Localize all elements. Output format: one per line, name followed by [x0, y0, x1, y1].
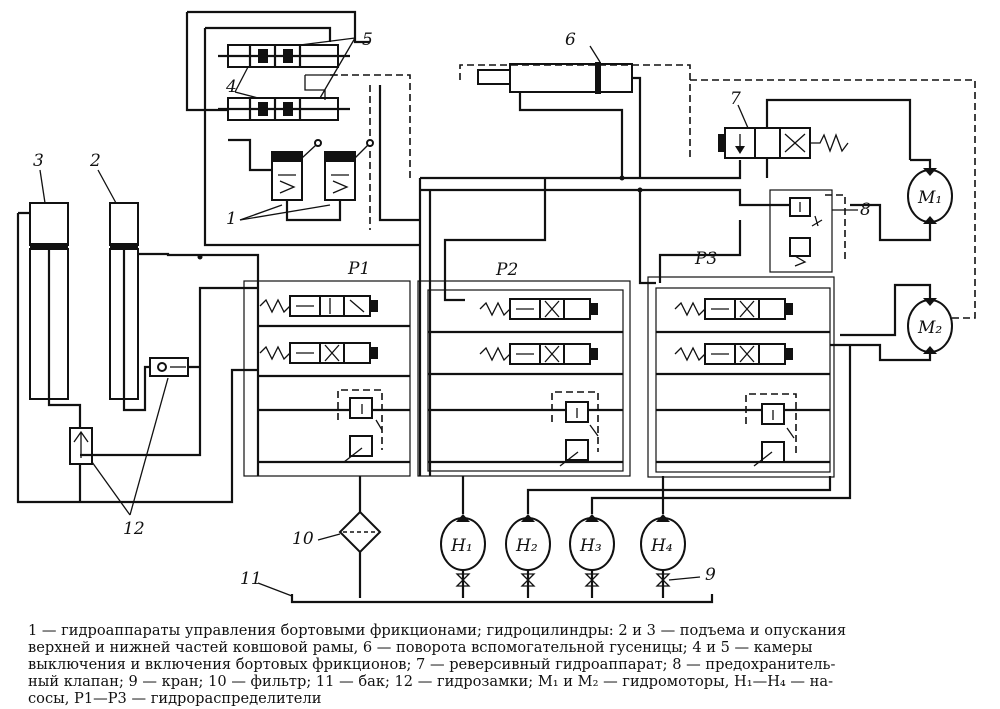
label-9: 9 [705, 565, 716, 585]
label-p2: P2 [495, 260, 518, 280]
label-5: 5 [362, 30, 373, 50]
apparatus-1-right [324, 139, 374, 201]
label-4: 4 [225, 77, 237, 97]
hydraulic-lock-lower [69, 427, 93, 465]
pump-h4 [640, 476, 701, 598]
reversing-valve-7 [690, 79, 976, 319]
caption-line-5: сосы, P1—P3 — гидрораспределители [28, 690, 322, 707]
label-h3: H₃ [579, 536, 602, 556]
safety-valve-8 [769, 189, 858, 273]
label-m1: M₁ [917, 188, 942, 208]
pump-h2 [505, 476, 832, 598]
cylinder-2 [97, 169, 139, 400]
distributor-p1 [243, 265, 411, 477]
label-11: 11 [240, 569, 262, 589]
label-h2: H₂ [515, 536, 538, 556]
hydromotor-m1 [850, 158, 953, 242]
label-m2: M₂ [917, 318, 942, 338]
pump-h1 [440, 476, 486, 598]
cylinder-6 [477, 45, 642, 178]
figure-caption: 1 — гидроаппараты управления бортовыми ф… [28, 622, 983, 707]
hydromotor-m2 [830, 283, 953, 362]
caption-line-2: верхней и нижней частей ковшовой рамы, 6… [28, 639, 813, 656]
label-2: 2 [89, 151, 101, 171]
distributor-p3 [647, 276, 835, 478]
caption-line-1: 1 — гидроаппараты управления бортовыми ф… [28, 622, 847, 639]
label-12: 12 [123, 519, 145, 539]
apparatus-1-left [271, 139, 322, 201]
label-6: 6 [565, 30, 576, 50]
filter-10 [317, 476, 382, 598]
cylinder-3 [29, 169, 69, 400]
hydraulic-lock-upper [149, 357, 189, 377]
label-8: 8 [860, 200, 871, 220]
caption-line-3: выключения и включения бортовых фрикцион… [28, 656, 836, 673]
label-p1: P1 [347, 259, 370, 279]
label-7: 7 [730, 89, 741, 109]
pump-h3 [569, 345, 852, 598]
label-10: 10 [292, 529, 314, 549]
tank-11 [257, 582, 714, 604]
caption-line-4: ный клапан; 9 — кран; 10 — фильтр; 11 — … [28, 673, 834, 690]
distributor-p2 [417, 280, 631, 477]
friction-chambers [185, 10, 420, 247]
label-3: 3 [33, 151, 44, 171]
label-h1: H₁ [450, 536, 473, 556]
label-h4: H₄ [650, 536, 673, 556]
label-1: 1 [226, 209, 237, 229]
label-p3: P3 [694, 249, 717, 269]
